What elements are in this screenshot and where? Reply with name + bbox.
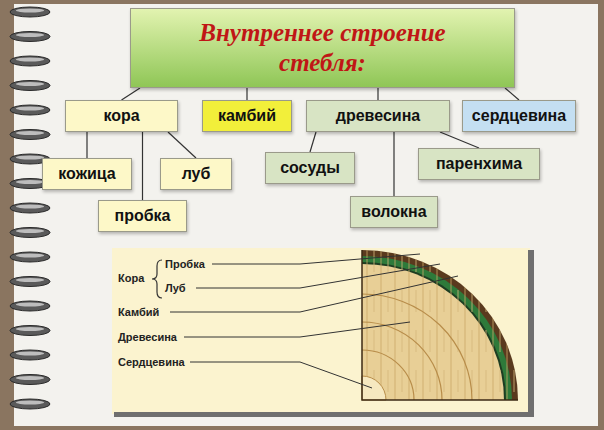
part-label: Камбий xyxy=(118,306,159,319)
box-label: паренхима xyxy=(436,155,522,173)
connector xyxy=(393,132,394,196)
spiral-ring xyxy=(10,81,50,91)
spiral-ring xyxy=(10,203,50,213)
spiral-ring xyxy=(10,326,50,336)
spiral-ring xyxy=(10,350,50,360)
connector xyxy=(246,88,247,100)
connector xyxy=(377,88,378,100)
category-box: камбий xyxy=(202,100,292,132)
spiral-ring-shine xyxy=(16,401,44,405)
spiral-ring xyxy=(10,228,50,238)
spiral-ring-shine xyxy=(16,303,44,307)
connector xyxy=(122,88,141,100)
spiral-ring-shine xyxy=(16,376,44,380)
connector xyxy=(440,132,479,148)
spiral-ring-shine xyxy=(16,327,44,331)
box-label: волокна xyxy=(361,203,426,221)
part-label: Луб xyxy=(165,282,186,295)
spiral-rings xyxy=(10,7,50,409)
spiral-ring-shine xyxy=(16,33,44,37)
spiral-ring-shine xyxy=(16,205,44,209)
connector xyxy=(168,132,196,158)
part-box: кожица xyxy=(42,158,132,190)
category-box: сердцевина xyxy=(462,100,576,132)
box-label: луб xyxy=(182,165,211,183)
spiral-ring-shine xyxy=(16,278,44,282)
spiral-ring-shine xyxy=(16,229,44,233)
spiral-ring xyxy=(10,105,50,115)
part-label: Древесина xyxy=(118,331,177,344)
spiral-ring-shine xyxy=(16,156,44,160)
title-text: Внутреннее строение стебля: xyxy=(178,18,468,78)
panel-shadow xyxy=(528,250,534,416)
spiral-ring-shine xyxy=(16,107,44,111)
category-box: древесина xyxy=(306,100,450,132)
spiral-ring-shine xyxy=(16,82,44,86)
spiral-ring xyxy=(10,130,50,140)
part-box: сосуды xyxy=(265,152,355,184)
part-box: волокна xyxy=(350,196,438,228)
panel-shadow xyxy=(114,412,534,417)
category-box: кора xyxy=(65,100,178,132)
connector xyxy=(142,132,143,200)
connector xyxy=(86,132,87,158)
spiral-ring xyxy=(10,252,50,262)
spiral-ring xyxy=(10,32,50,42)
paper xyxy=(14,4,598,426)
spiral-ring xyxy=(10,56,50,66)
spiral-ring xyxy=(10,399,50,409)
part-box: паренхима xyxy=(418,148,540,180)
spiral-ring-shine xyxy=(16,180,44,184)
illustration-panel xyxy=(112,248,530,414)
title-box: Внутреннее строение стебля: xyxy=(130,8,515,88)
box-label: сердцевина xyxy=(472,107,566,125)
leader-lines xyxy=(170,254,458,388)
connector xyxy=(310,132,316,152)
box-label: кора xyxy=(103,107,139,125)
spiral-ring-shine xyxy=(16,58,44,62)
spiral-ring-shine xyxy=(16,254,44,258)
box-label: пробка xyxy=(115,207,171,225)
part-label: Пробка xyxy=(165,258,205,271)
spiral-ring xyxy=(10,277,50,287)
part-label: Сердцевина xyxy=(118,356,185,369)
box-label: кожица xyxy=(58,165,115,183)
box-label: древесина xyxy=(336,107,420,125)
part-label: Кора xyxy=(118,272,144,285)
connector xyxy=(505,88,519,100)
box-label: сосуды xyxy=(280,159,340,177)
spiral-ring xyxy=(10,7,50,17)
brace xyxy=(152,260,162,298)
spiral-ring-shine xyxy=(16,9,44,13)
part-box: пробка xyxy=(98,200,187,232)
spiral-ring-shine xyxy=(16,352,44,356)
spiral-ring-shine xyxy=(16,131,44,135)
box-label: камбий xyxy=(218,107,276,125)
spiral-ring xyxy=(10,375,50,385)
spiral-ring xyxy=(10,301,50,311)
part-box: луб xyxy=(160,158,232,190)
